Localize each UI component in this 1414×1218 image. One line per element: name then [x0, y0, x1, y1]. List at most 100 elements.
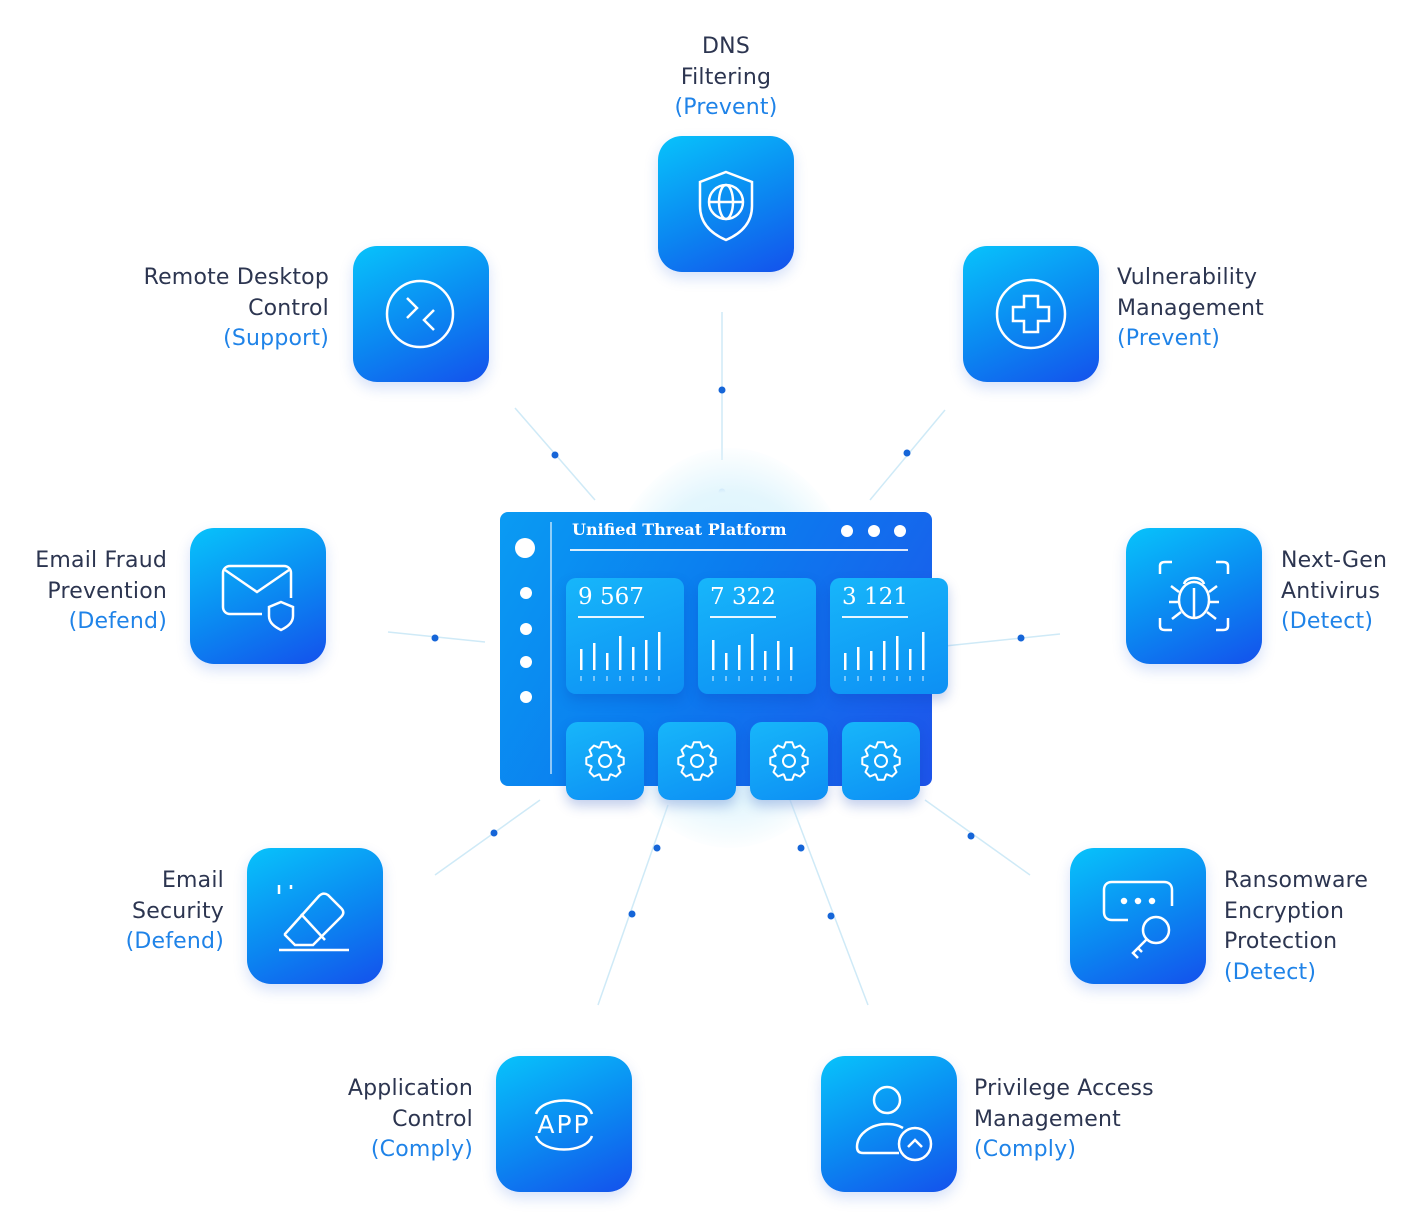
remote-desktop-label: Remote Desktop Control (Support)	[143, 265, 329, 351]
stat-card-rule	[710, 616, 776, 618]
privilege-access-label: Privilege Access Management (Comply)	[974, 1076, 1154, 1162]
mini-bar-tick	[738, 676, 740, 681]
mini-bar	[922, 632, 925, 670]
mini-bar-tick	[632, 676, 634, 681]
mini-bar	[909, 649, 912, 670]
mini-bar	[870, 651, 873, 670]
sidebar-dot	[520, 623, 532, 635]
gear-icon	[677, 741, 717, 781]
window-control-dot	[841, 525, 853, 537]
mini-bar	[712, 640, 715, 670]
mini-bar	[632, 647, 635, 670]
sidebar-dot	[520, 656, 532, 668]
mini-bar	[896, 636, 899, 670]
sidebar-dot	[520, 691, 532, 703]
mini-bar-tick	[909, 676, 911, 681]
gear-icon	[585, 741, 625, 781]
privilege-access-tile	[821, 1056, 957, 1192]
mini-bar	[606, 653, 609, 670]
ransomware-protection-tile	[1070, 848, 1206, 984]
mini-bar	[725, 653, 728, 670]
remote-connection-icon	[385, 279, 455, 349]
stat-card: 7 322	[698, 578, 816, 694]
mini-bar-tick	[645, 676, 647, 681]
mini-bar-tick	[922, 676, 924, 681]
mini-bar-tick	[658, 676, 660, 681]
mini-bar	[593, 643, 596, 670]
mini-bar	[645, 640, 648, 670]
vulnerability-management-tile	[963, 246, 1099, 382]
mini-bar	[844, 653, 847, 670]
dns-filtering-tile	[658, 136, 794, 272]
settings-tile	[842, 722, 920, 800]
globe-shield-icon	[698, 170, 754, 242]
application-control-tile: APP	[496, 1056, 632, 1192]
stat-card: 3 121	[830, 578, 948, 694]
mini-bar	[738, 645, 741, 670]
mini-bar-tick	[844, 676, 846, 681]
stat-card-value: 7 322	[710, 584, 776, 610]
sidebar-dot	[520, 587, 532, 599]
mini-bar	[777, 641, 780, 670]
window-control-dot	[868, 525, 880, 537]
mini-bar-tick	[712, 676, 714, 681]
mini-bar	[658, 632, 661, 670]
mini-bar-chart	[844, 632, 925, 681]
mini-bar	[580, 649, 583, 670]
mini-bar	[883, 641, 886, 670]
next-gen-antivirus-label: Next-Gen Antivirus (Detect)	[1281, 548, 1388, 634]
mini-bar-tick	[896, 676, 898, 681]
mini-bar-tick	[870, 676, 872, 681]
remote-desktop-tile	[353, 246, 489, 382]
dns-filtering-label: DNS Filtering (Prevent)	[674, 34, 778, 120]
plus-circle-icon	[995, 278, 1067, 350]
stat-card-value: 3 121	[842, 584, 908, 610]
email-security-tile	[247, 848, 383, 984]
email-fraud-tile	[190, 528, 326, 664]
mini-bar	[764, 651, 767, 670]
app-icon: APP	[534, 1099, 594, 1151]
mini-bar-tick	[883, 676, 885, 681]
mini-bar-tick	[580, 676, 582, 681]
stat-card-rule	[842, 616, 908, 618]
dashboard-title: Unified Threat Platform	[572, 520, 787, 539]
password-key-icon	[1102, 880, 1174, 959]
next-gen-antivirus-tile	[1126, 528, 1262, 664]
eraser-icon	[277, 885, 349, 952]
mini-bar-tick	[725, 676, 727, 681]
vulnerability-management-label: Vulnerability Management (Prevent)	[1117, 265, 1264, 351]
application-control-label: Application Control (Comply)	[347, 1076, 473, 1162]
mini-bar-tick	[857, 676, 859, 681]
mini-bar-tick	[751, 676, 753, 681]
mini-bar	[751, 634, 754, 670]
email-fraud-label: Email Fraud Prevention (Defend)	[35, 548, 167, 634]
sidebar-dot-large	[515, 538, 535, 558]
ransomware-protection-label: Ransomware Encryption Protection (Detect…	[1224, 868, 1369, 985]
gear-icon	[769, 741, 809, 781]
email-security-label: Email Security (Defend)	[125, 868, 224, 954]
mini-bar-tick	[777, 676, 779, 681]
user-chevron-icon	[855, 1085, 933, 1162]
mini-bar-tick	[593, 676, 595, 681]
gear-icon	[861, 741, 901, 781]
dashboard-sidebar-divider	[550, 522, 552, 774]
bug-scan-icon	[1158, 560, 1230, 632]
settings-tile	[750, 722, 828, 800]
settings-tile	[566, 722, 644, 800]
mini-bar	[619, 636, 622, 670]
mini-bar-chart	[712, 634, 793, 681]
mini-bar-tick	[764, 676, 766, 681]
stat-card-rule	[578, 616, 644, 618]
mail-shield-icon	[221, 564, 295, 632]
dashboard-title-rule	[570, 549, 908, 551]
stat-card-value: 9 567	[578, 584, 644, 610]
mini-bar-chart	[580, 632, 661, 681]
app-icon-text: APP	[537, 1110, 590, 1139]
stat-card: 9 567	[566, 578, 684, 694]
mini-bar	[857, 647, 860, 670]
mini-bar	[790, 647, 793, 670]
mini-bar-tick	[619, 676, 621, 681]
mini-bar-tick	[790, 676, 792, 681]
settings-tile	[658, 722, 736, 800]
window-control-dot	[894, 525, 906, 537]
